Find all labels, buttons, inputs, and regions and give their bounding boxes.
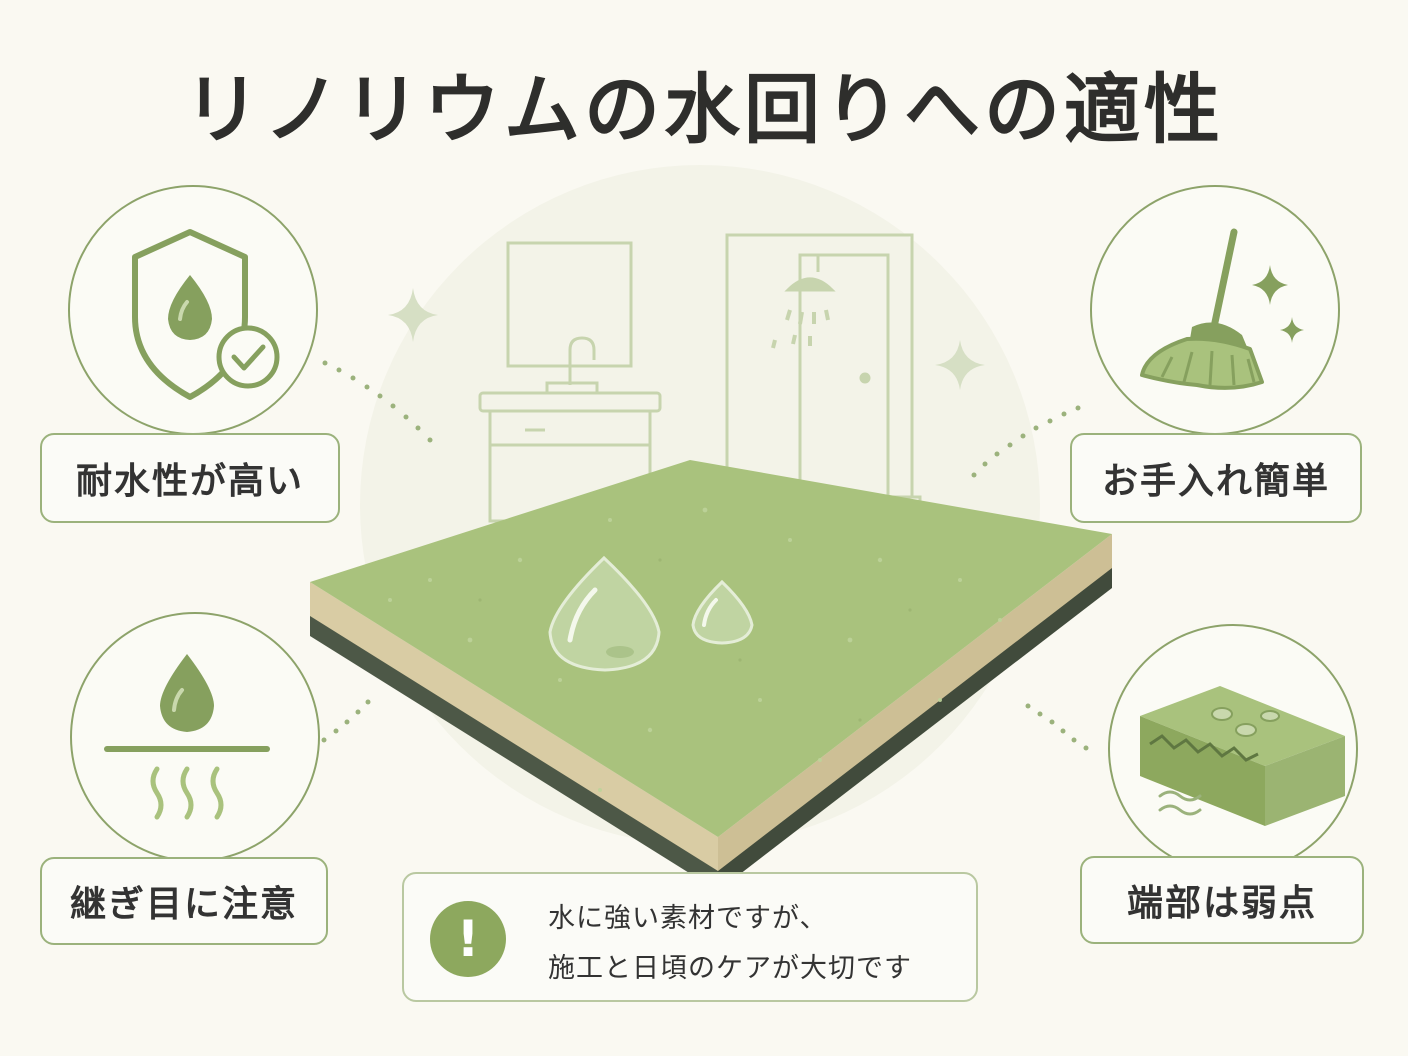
shower-icon	[718, 233, 922, 511]
water-resistance-circle	[68, 185, 318, 435]
sparkle-icon	[935, 340, 985, 390]
linoleum-tile	[310, 460, 1112, 891]
easy-care-circle	[1090, 185, 1340, 435]
edges-circle	[1108, 624, 1358, 874]
note-line-2: 施工と日頃のケアが大切です	[548, 953, 912, 984]
edge-damage-icon	[1140, 686, 1345, 826]
edges-label: 端部は弱点	[1080, 856, 1364, 944]
water-droplet-icon	[691, 579, 754, 645]
exclamation-icon: !	[430, 901, 506, 977]
mop-icon	[1140, 228, 1304, 390]
seams-circle	[70, 612, 320, 862]
note-box: ! 水に強い素材ですが、 施工と日頃のケアが大切です	[402, 872, 978, 1002]
water-resistance-label: 耐水性が高い	[40, 433, 340, 523]
seams-label: 継ぎ目に注意	[40, 857, 328, 945]
note-line-1: 水に強い素材ですが、	[548, 903, 828, 934]
water-shield-icon	[132, 229, 280, 400]
page-title: リノリウムの水回りへの適性	[184, 65, 1224, 154]
sparkle-icon	[388, 288, 438, 342]
water-droplet-icon	[548, 555, 661, 672]
water-seep-icon	[104, 654, 270, 820]
easy-care-label: お手入れ簡単	[1070, 433, 1362, 523]
